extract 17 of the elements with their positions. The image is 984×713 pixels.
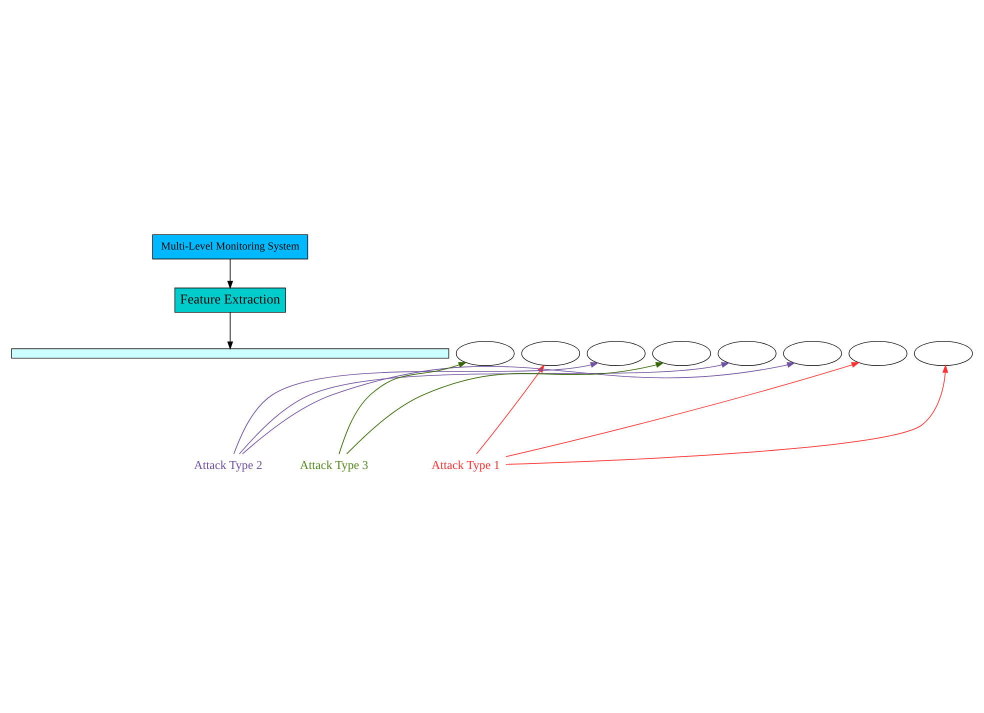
node-ellipse [586,340,646,366]
node-text: Attack Type 2 [194,458,262,472]
node-ellipse [521,340,580,366]
node-ellipse [652,340,711,366]
node-ellipse [848,340,908,366]
node-ellipse [783,340,842,366]
node-bar [11,348,450,359]
node-ellipse [718,340,776,366]
arrow [338,362,467,454]
node-text: Attack Type 1 [432,458,500,472]
node-ellipse [456,340,515,366]
arrow [227,312,234,350]
node-box: Feature Extraction [174,288,286,313]
node-box: Multi-Level Monitoring System [152,234,308,260]
node-text: Attack Type 3 [300,458,368,472]
node-ellipse [914,340,973,366]
arrow [227,258,234,290]
